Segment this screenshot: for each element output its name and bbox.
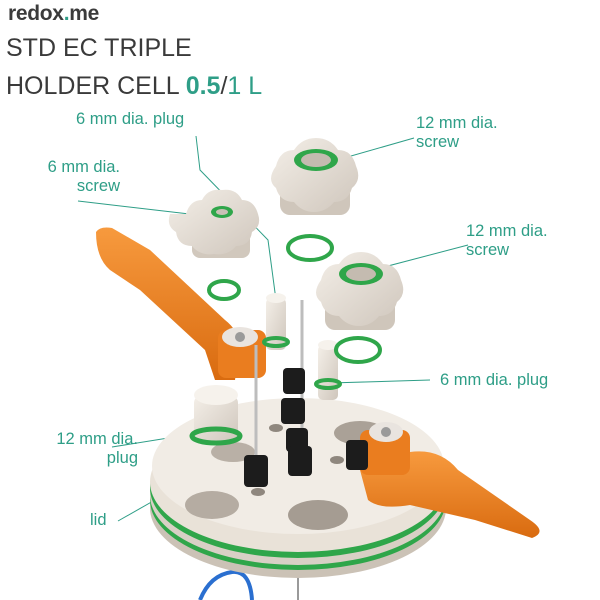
title-line-2: HOLDER CELL 0.5/1 L bbox=[6, 72, 263, 100]
label-6mm-plug-top: 6 mm dia. plug bbox=[76, 110, 185, 128]
label-lid: lid bbox=[90, 511, 107, 529]
right-clamp-handle bbox=[360, 422, 540, 538]
screw-6mm bbox=[168, 189, 260, 258]
plug-6mm-top bbox=[262, 293, 290, 350]
screw-12mm-top bbox=[271, 138, 359, 215]
screw-12mm-right bbox=[316, 252, 404, 330]
label-6mm-plug-right: 6 mm dia. plug bbox=[440, 371, 549, 389]
title-line-1: STD EC TRIPLE bbox=[6, 34, 192, 62]
label-12mm-plug: 12 mm dia.plug bbox=[56, 430, 138, 467]
plug-6mm-right bbox=[314, 340, 342, 400]
left-clamp-handle bbox=[96, 227, 266, 380]
plug-12mm bbox=[189, 385, 243, 446]
o-ring bbox=[207, 279, 241, 301]
electrode-posts bbox=[244, 300, 368, 487]
label-12mm-screw-right: 12 mm dia.screw bbox=[466, 222, 548, 259]
brand-logo: redox.me bbox=[8, 2, 99, 25]
o-ring bbox=[286, 234, 334, 262]
blue-cable bbox=[198, 569, 254, 600]
o-ring bbox=[334, 336, 382, 364]
label-6mm-screw: 6 mm dia.screw bbox=[47, 158, 120, 195]
label-12mm-screw-top: 12 mm dia.screw bbox=[416, 114, 498, 151]
